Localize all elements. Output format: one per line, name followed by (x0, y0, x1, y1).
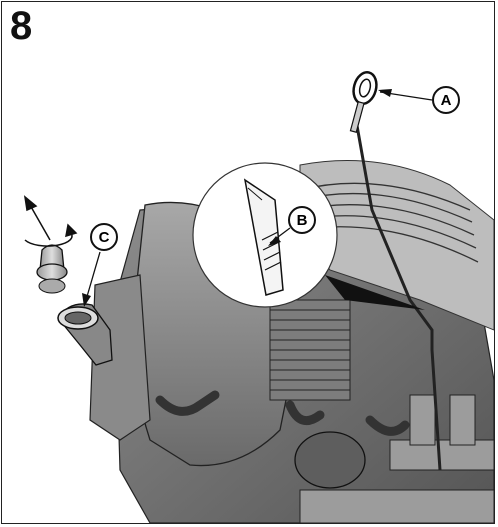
engine-shroud (299, 160, 494, 331)
hose-right (365, 415, 410, 436)
callout-c-label: C (99, 229, 110, 246)
callout-a-label: A (441, 92, 452, 109)
dipstick (349, 71, 378, 133)
callout-c (82, 223, 118, 307)
callout-b-label: B (297, 212, 308, 229)
removal-arrow-icon (23, 195, 78, 247)
cooler-fins (269, 299, 351, 401)
dipstick-tube (354, 119, 442, 471)
hose-left (155, 390, 220, 416)
callout-a (378, 86, 460, 114)
step-number: 8 (10, 4, 33, 48)
hose-mid (285, 400, 325, 426)
gear-housing (89, 274, 151, 441)
oil-fill-cap (36, 244, 68, 294)
magnifier (192, 162, 425, 310)
base-frame (299, 394, 494, 523)
callout-b (268, 206, 316, 246)
oil-filter (294, 431, 366, 489)
oil-fill-tube (57, 303, 113, 366)
